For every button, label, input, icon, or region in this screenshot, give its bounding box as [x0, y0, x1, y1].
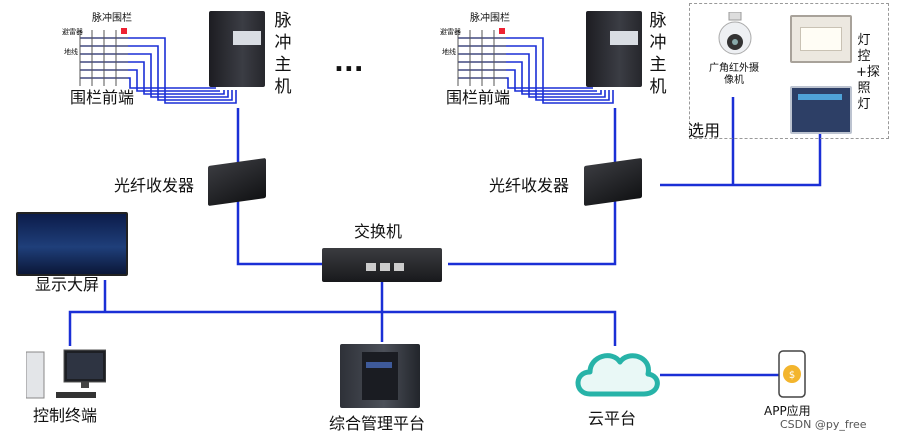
cloud-icon [572, 342, 660, 402]
ellipsis: ... [334, 48, 364, 78]
optional-label: 选用 [688, 121, 721, 140]
spotlight-icon [790, 15, 852, 63]
fence-icon [79, 28, 128, 86]
phone-icon: $ [778, 350, 806, 398]
link-fiber-switch-left [236, 200, 322, 266]
fiber-transceiver-right [584, 157, 642, 207]
svg-text:$: $ [789, 370, 795, 381]
fence-small-label-right-1: 避雷器 [440, 28, 461, 36]
computer-icon [25, 346, 107, 404]
fence-front-label-right: 围栏前端 [446, 88, 511, 107]
switch-label: 交换机 [354, 222, 403, 241]
fence-small-label-right-2: 地线 [442, 48, 456, 56]
light-controller-icon [790, 86, 852, 134]
cloud-label: 云平台 [588, 409, 637, 428]
fence-tag-right: 脉冲围栏 [470, 13, 510, 24]
camera-label: 广角红外摄像机 [709, 63, 759, 86]
fence-front-right [436, 10, 516, 88]
display-screen [16, 212, 128, 276]
mgmt-label: 综合管理平台 [329, 414, 426, 433]
fence-front-label-left: 围栏前端 [70, 88, 135, 107]
camera-icon [717, 11, 753, 58]
fiber-transceiver-left [208, 157, 266, 207]
fence-tag-left: 脉冲围栏 [92, 13, 132, 24]
pulse-host-right [586, 11, 642, 87]
app-label: APP应用 [764, 404, 811, 418]
lamp-label: 灯控+探照灯 [856, 33, 880, 112]
fence-small-label-left-2: 地线 [64, 48, 78, 56]
watermark: CSDN @py_free [780, 418, 867, 431]
fence-front-left [58, 10, 138, 88]
fiber-label-left: 光纤收发器 [114, 176, 195, 195]
bus-line [68, 310, 617, 346]
link-fiber-switch-right [448, 200, 617, 266]
fence-icon [457, 28, 506, 86]
fiber-label-right: 光纤收发器 [489, 176, 570, 195]
fence-small-label-left-1: 避雷器 [62, 28, 83, 36]
server-icon [340, 344, 420, 408]
display-label: 显示大屏 [35, 275, 100, 294]
optional-devices-box [689, 3, 889, 139]
switch-device [322, 248, 442, 282]
pulse-host-left [209, 11, 265, 87]
link-fiber-optional [660, 132, 822, 187]
pulse-host-label-left: 脉冲主机 [274, 11, 292, 97]
control-label: 控制终端 [33, 406, 98, 425]
pulse-host-label-right: 脉冲主机 [649, 11, 667, 97]
